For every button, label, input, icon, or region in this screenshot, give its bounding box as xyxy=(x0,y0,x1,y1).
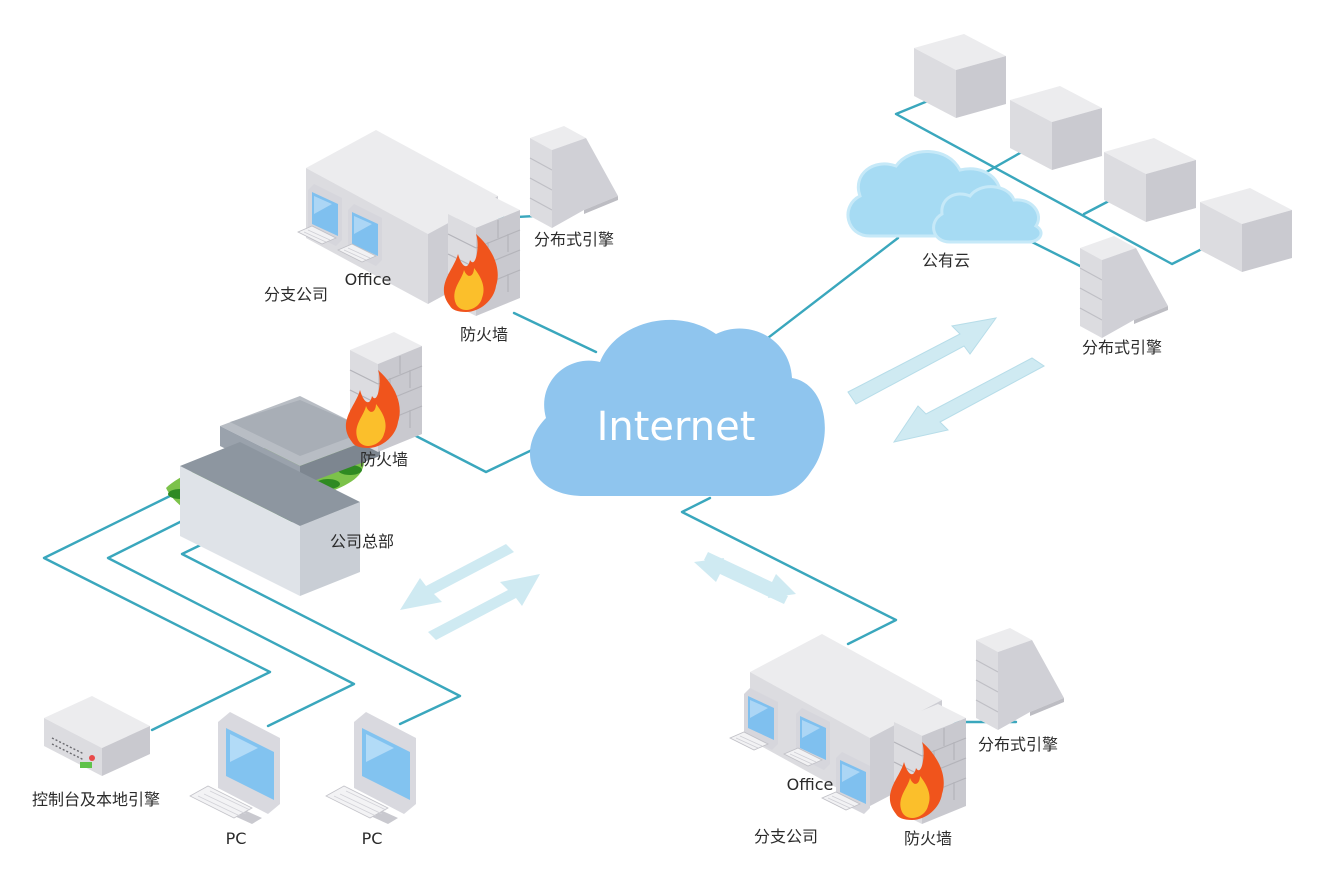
cloud-engine-label: 分布式引擎 xyxy=(1082,338,1162,357)
branch-top-engine-icon xyxy=(529,125,619,229)
console-engine-icon xyxy=(44,696,150,776)
branch-bottom-site-label: 分支公司 xyxy=(754,827,818,846)
branch-bottom-engine-label: 分布式引擎 xyxy=(978,735,1058,754)
link-cloud-blocks xyxy=(894,94,1222,266)
internet-label: Internet xyxy=(597,404,756,450)
arrow-to-branch-bottom xyxy=(704,552,796,598)
console-label: 控制台及本地引擎 xyxy=(32,790,160,809)
hq-site-label: 公司总部 xyxy=(330,532,394,551)
pc1-label: PC xyxy=(226,829,247,848)
arrow-from-cloud xyxy=(892,357,1045,443)
cloud-engine-icon xyxy=(1079,235,1169,339)
link-internet-hq xyxy=(414,434,534,474)
internet-cloud-icon xyxy=(530,319,825,496)
link-internet-branch-bottom xyxy=(680,496,898,646)
link-hq-pc1 xyxy=(106,510,356,728)
branch-top-firewall-icon xyxy=(443,195,521,317)
branch-top-office-label: Office xyxy=(345,270,392,289)
arrow-to-cloud xyxy=(847,317,998,405)
branch-bottom-office-label: Office xyxy=(787,775,834,794)
branch-top-site-label: 分支公司 xyxy=(264,285,328,304)
hq-firewall-icon xyxy=(345,331,423,453)
branch-top-firewall-label: 防火墙 xyxy=(460,325,508,344)
pc2-label: PC xyxy=(362,829,383,848)
link-internet-public-cloud xyxy=(758,236,900,346)
cloud-server-3 xyxy=(1104,138,1196,222)
public-cloud-label: 公有云 xyxy=(922,251,970,270)
hq-firewall-label: 防火墙 xyxy=(360,450,408,469)
public-cloud-icon xyxy=(846,150,1043,244)
link-hq-console xyxy=(42,494,272,732)
cloud-server-2 xyxy=(1010,86,1102,170)
cloud-server-4 xyxy=(1200,188,1292,272)
branch-bottom-firewall-icon xyxy=(889,703,967,825)
arrow-from-branch-bottom xyxy=(694,558,788,604)
branch-bottom-firewall-label: 防火墙 xyxy=(904,829,952,848)
arrow-from-hq xyxy=(400,544,514,610)
cloud-server-1 xyxy=(914,34,1006,118)
link-internet-branch-top xyxy=(512,311,598,354)
arrow-to-hq xyxy=(428,574,540,640)
branch-top-engine-label: 分布式引擎 xyxy=(534,230,614,249)
branch-bottom-engine-icon xyxy=(975,627,1065,731)
